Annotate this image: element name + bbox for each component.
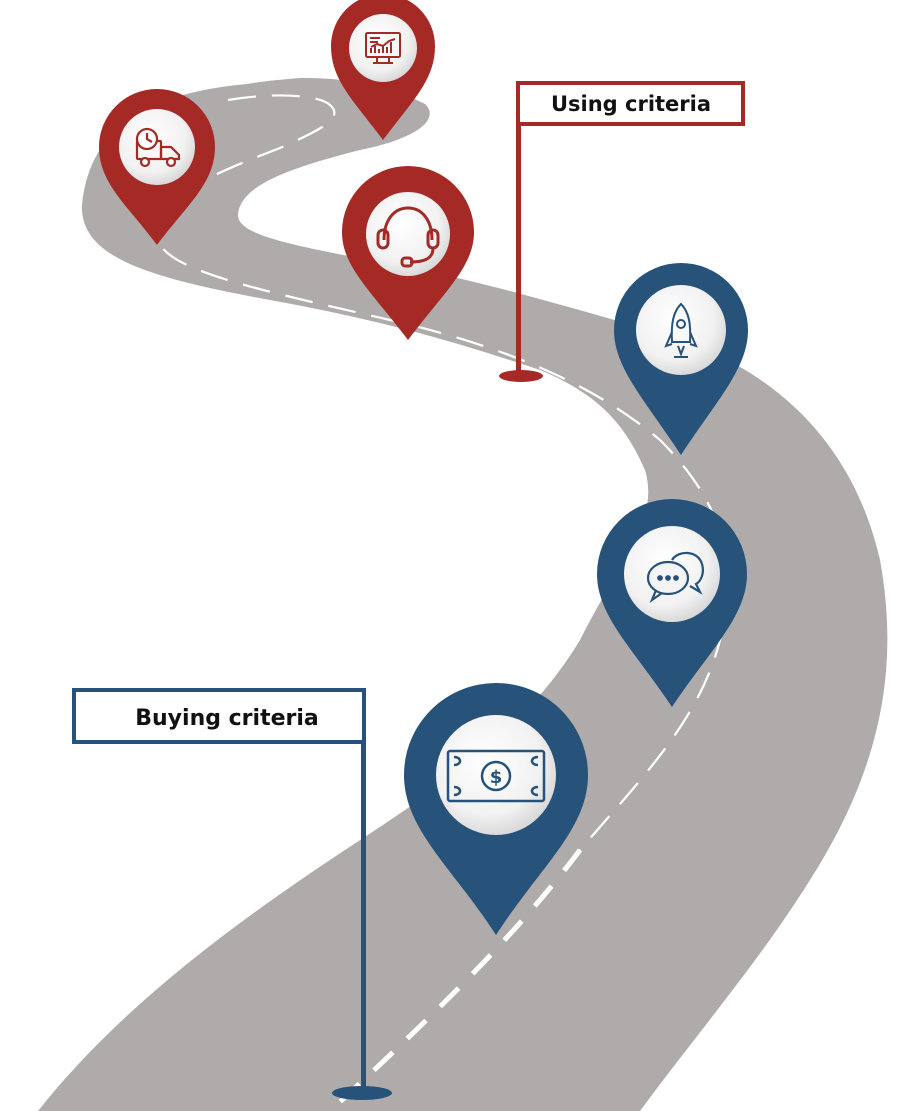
headset-support-icon xyxy=(376,206,440,268)
pin-rocket xyxy=(614,263,748,455)
monitor-analytics-icon xyxy=(365,32,401,64)
delivery-truck-clock-icon xyxy=(135,127,181,168)
pin-banknote: $ xyxy=(404,683,588,935)
pin-headset-icon-bg xyxy=(366,192,450,276)
svg-text:$: $ xyxy=(490,767,503,788)
pin-headset xyxy=(342,166,474,340)
chat-bubbles-icon xyxy=(646,551,704,604)
sign-using-label: Using criteria xyxy=(551,92,711,116)
sign-buying-label: Buying criteria xyxy=(135,706,319,731)
pin-chat xyxy=(597,499,747,707)
rocket-icon xyxy=(664,302,698,358)
sign-buying-pole xyxy=(361,690,366,1093)
sign-using-criteria: Using criteria xyxy=(499,81,745,382)
pin-delivery-icon-bg xyxy=(119,109,195,185)
sign-using-base xyxy=(499,370,543,382)
sign-buying-criteria: Buying criteria xyxy=(72,688,392,1100)
pin-banknote-icon-bg xyxy=(436,715,556,835)
pin-monitor xyxy=(331,0,435,140)
banknote-dollar-icon: $ xyxy=(446,749,546,803)
sign-using-board xyxy=(516,81,745,126)
pin-delivery xyxy=(99,89,215,245)
sign-buying-board xyxy=(72,688,366,744)
pin-rocket-icon-bg xyxy=(636,285,726,375)
sign-using-pole xyxy=(516,83,521,375)
road-center-line-bold xyxy=(328,848,582,1111)
road-surface xyxy=(38,78,888,1111)
